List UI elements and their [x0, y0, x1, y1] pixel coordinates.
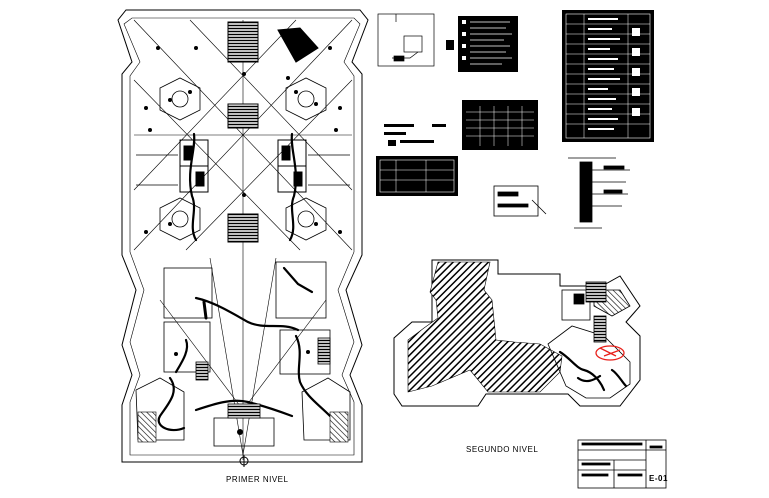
- right-wing: [547, 281, 631, 399]
- segundo-nivel-plan: [393, 259, 641, 407]
- legend-table-1: [446, 16, 518, 72]
- primer-nivel-plan: [117, 9, 369, 467]
- legend-table-4: [376, 156, 458, 196]
- primer-nivel-label: PRIMER NIVEL: [226, 475, 289, 484]
- room-clusters: [136, 77, 350, 241]
- segundo-nivel-outline: [393, 259, 641, 407]
- slab-hatch: [407, 261, 563, 393]
- lower-rooms: [135, 261, 351, 447]
- detail-key-plan: [377, 13, 435, 67]
- segundo-nivel-label: SEGUNDO NIVEL: [466, 445, 539, 454]
- symbol-detail: [493, 185, 547, 217]
- north-arrow-icon: [239, 455, 249, 467]
- legend-table-2: [562, 10, 654, 142]
- electrical-symbols: [144, 46, 342, 435]
- sheet-code: E-01: [649, 474, 668, 483]
- primer-nivel-outline: [117, 9, 369, 463]
- section-detail: [568, 157, 630, 229]
- notes-block: [384, 124, 446, 146]
- title-block: [577, 439, 667, 489]
- segundo-routing: [558, 350, 628, 392]
- stair-icon: [227, 21, 259, 63]
- legend-table-3: [462, 100, 538, 150]
- revision-cloud: [595, 345, 625, 361]
- circuit-routing: [157, 132, 332, 432]
